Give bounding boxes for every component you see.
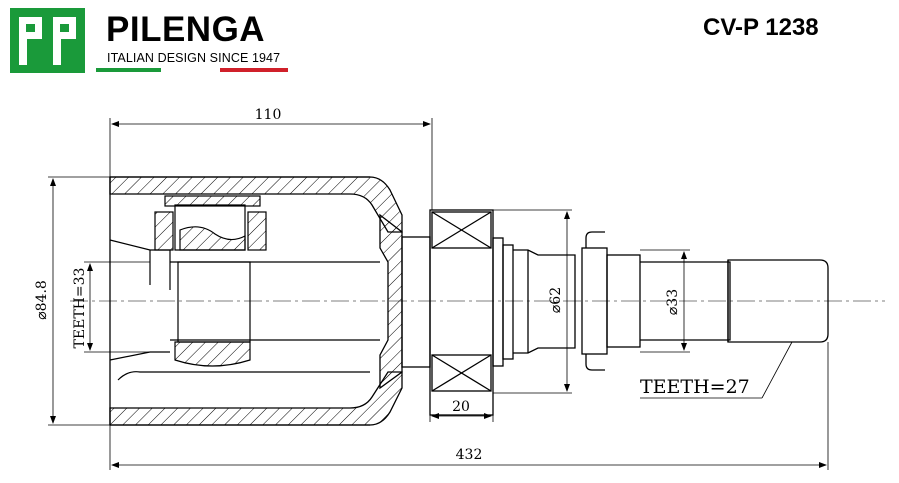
dim-teeth-27: TEETH=27 <box>640 376 750 398</box>
dim-teeth-33: TEETH=33 <box>72 268 88 349</box>
brand-tagline: ITALIAN DESIGN SINCE 1947 <box>107 51 281 65</box>
dim-length-110: 110 <box>255 107 282 123</box>
tripod-roller <box>109 195 380 381</box>
dim-diameter-62: ⌀62 <box>548 287 564 313</box>
dim-diameter-33: ⌀33 <box>665 289 681 315</box>
output-shaft <box>581 231 829 371</box>
brand-name: PILENGA <box>106 10 266 49</box>
brand-header: PILENGA ITALIAN DESIGN SINCE 1947 <box>10 8 300 78</box>
flag-green-stripe <box>96 68 161 72</box>
dim-overall-432: 432 <box>456 447 483 463</box>
dim-width-20: 20 <box>452 399 470 415</box>
pilenga-logo-icon <box>10 8 85 73</box>
outer-housing <box>109 176 403 426</box>
dim-diameter-84-8: ⌀84.8 <box>34 280 50 320</box>
flag-red-stripe <box>220 68 288 72</box>
part-number: CV-P 1238 <box>703 14 819 41</box>
dimension-lines <box>48 118 829 470</box>
